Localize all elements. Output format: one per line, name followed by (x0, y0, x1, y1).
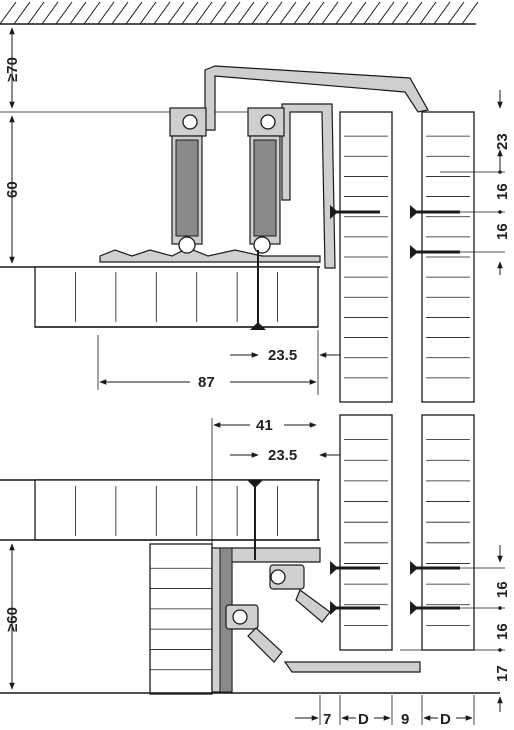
door-screws-top (330, 205, 460, 615)
hatch-line (447, 1, 465, 25)
hatch-line (111, 1, 129, 25)
door-panel-inner-lower (339, 414, 393, 651)
hatch-line (139, 1, 157, 25)
top-carrier-right (247, 107, 285, 254)
hatch-line (405, 1, 423, 25)
dim-label-9: 9 (401, 711, 409, 728)
top-mounting-screw (250, 250, 266, 330)
hatch-line (167, 1, 185, 25)
dim-label-7: 7 (323, 711, 331, 728)
dim-left-top: ≥70 60 ≥60 (4, 27, 21, 690)
door-panel-inner (339, 111, 393, 403)
dim-width-87: 87 (97, 330, 319, 395)
wood-screw-head (410, 561, 418, 575)
dim-inset-top: 23.5 (230, 347, 340, 364)
dim-label-right-low2: 16 (494, 623, 511, 640)
dim-label-right-top: 23 (494, 133, 511, 150)
hatch-line (13, 1, 31, 25)
hatch-line (153, 1, 171, 25)
dim-label-bottom-rail: ≥60 (4, 607, 21, 632)
wood-screw-head (330, 205, 338, 219)
hatch-line (391, 1, 409, 25)
dim-inset-bottom: 23.5 (230, 447, 340, 464)
hatch-line (195, 1, 213, 25)
hatch-line (307, 1, 325, 25)
bottom-roller-right (269, 564, 331, 623)
hatch-line (83, 1, 101, 25)
dim-bottom-row: 7 D 9 D (295, 695, 475, 728)
wood-screw-head (330, 601, 338, 615)
wood-screw-head (330, 561, 338, 575)
bottom-roller-left (225, 604, 283, 663)
bottom-track-profile (211, 547, 421, 693)
hatch-line (55, 1, 73, 25)
hatch-line (335, 1, 353, 25)
hatch-line (321, 1, 339, 25)
hatch-line (209, 1, 227, 25)
dim-label-d1: D (358, 711, 369, 728)
dim-label-top-rail: 60 (4, 181, 21, 198)
dim-label-right-bottom: 17 (494, 665, 511, 682)
hatch-line (433, 1, 451, 25)
hatch-line (181, 1, 199, 25)
hatch-line (349, 1, 367, 25)
door-panel-outer (421, 111, 475, 403)
wood-screw-head (410, 245, 418, 259)
dim-width-41: 41 (211, 417, 317, 545)
hatch-line (125, 1, 143, 25)
bottom-mounting-screw (247, 480, 263, 560)
dim-label-right-mid2: 16 (494, 223, 511, 240)
hatch-line (293, 1, 311, 25)
hatch-line (69, 1, 87, 25)
hatch-line (97, 1, 115, 25)
hatch-line (419, 1, 437, 25)
top-carrier-left (169, 107, 207, 254)
hatch-line (223, 1, 241, 25)
hatch-line (27, 1, 45, 25)
bottom-cabinet-panel (0, 479, 500, 695)
dim-label-d2: D (440, 711, 451, 728)
hatch-line (377, 1, 395, 25)
hatch-line (363, 1, 381, 25)
dim-label-41: 41 (256, 417, 273, 434)
hatch-line (237, 1, 255, 25)
hatch-line (265, 1, 283, 25)
dim-label-right-low1: 16 (494, 581, 511, 598)
dim-right: 23 16 16 16 16 17 (400, 90, 511, 712)
top-cabinet-panel (0, 111, 320, 328)
wood-screw-head (410, 601, 418, 615)
door-panel-outer-lower (421, 414, 475, 651)
hatch-line (0, 1, 17, 25)
dim-label-inset-top: 23.5 (268, 347, 297, 364)
ceiling-hatch (0, 1, 479, 25)
hatch-line (461, 1, 479, 25)
top-track-profile (99, 65, 429, 269)
dim-label-87: 87 (198, 374, 215, 391)
hatch-line (251, 1, 269, 25)
hatch-line (279, 1, 297, 25)
dim-label-right-mid1: 16 (494, 183, 511, 200)
wood-screw-head (410, 205, 418, 219)
hatch-line (41, 1, 59, 25)
dim-label-inset-bottom: 23.5 (268, 447, 297, 464)
dim-label-top-clearance: ≥70 (4, 57, 21, 82)
